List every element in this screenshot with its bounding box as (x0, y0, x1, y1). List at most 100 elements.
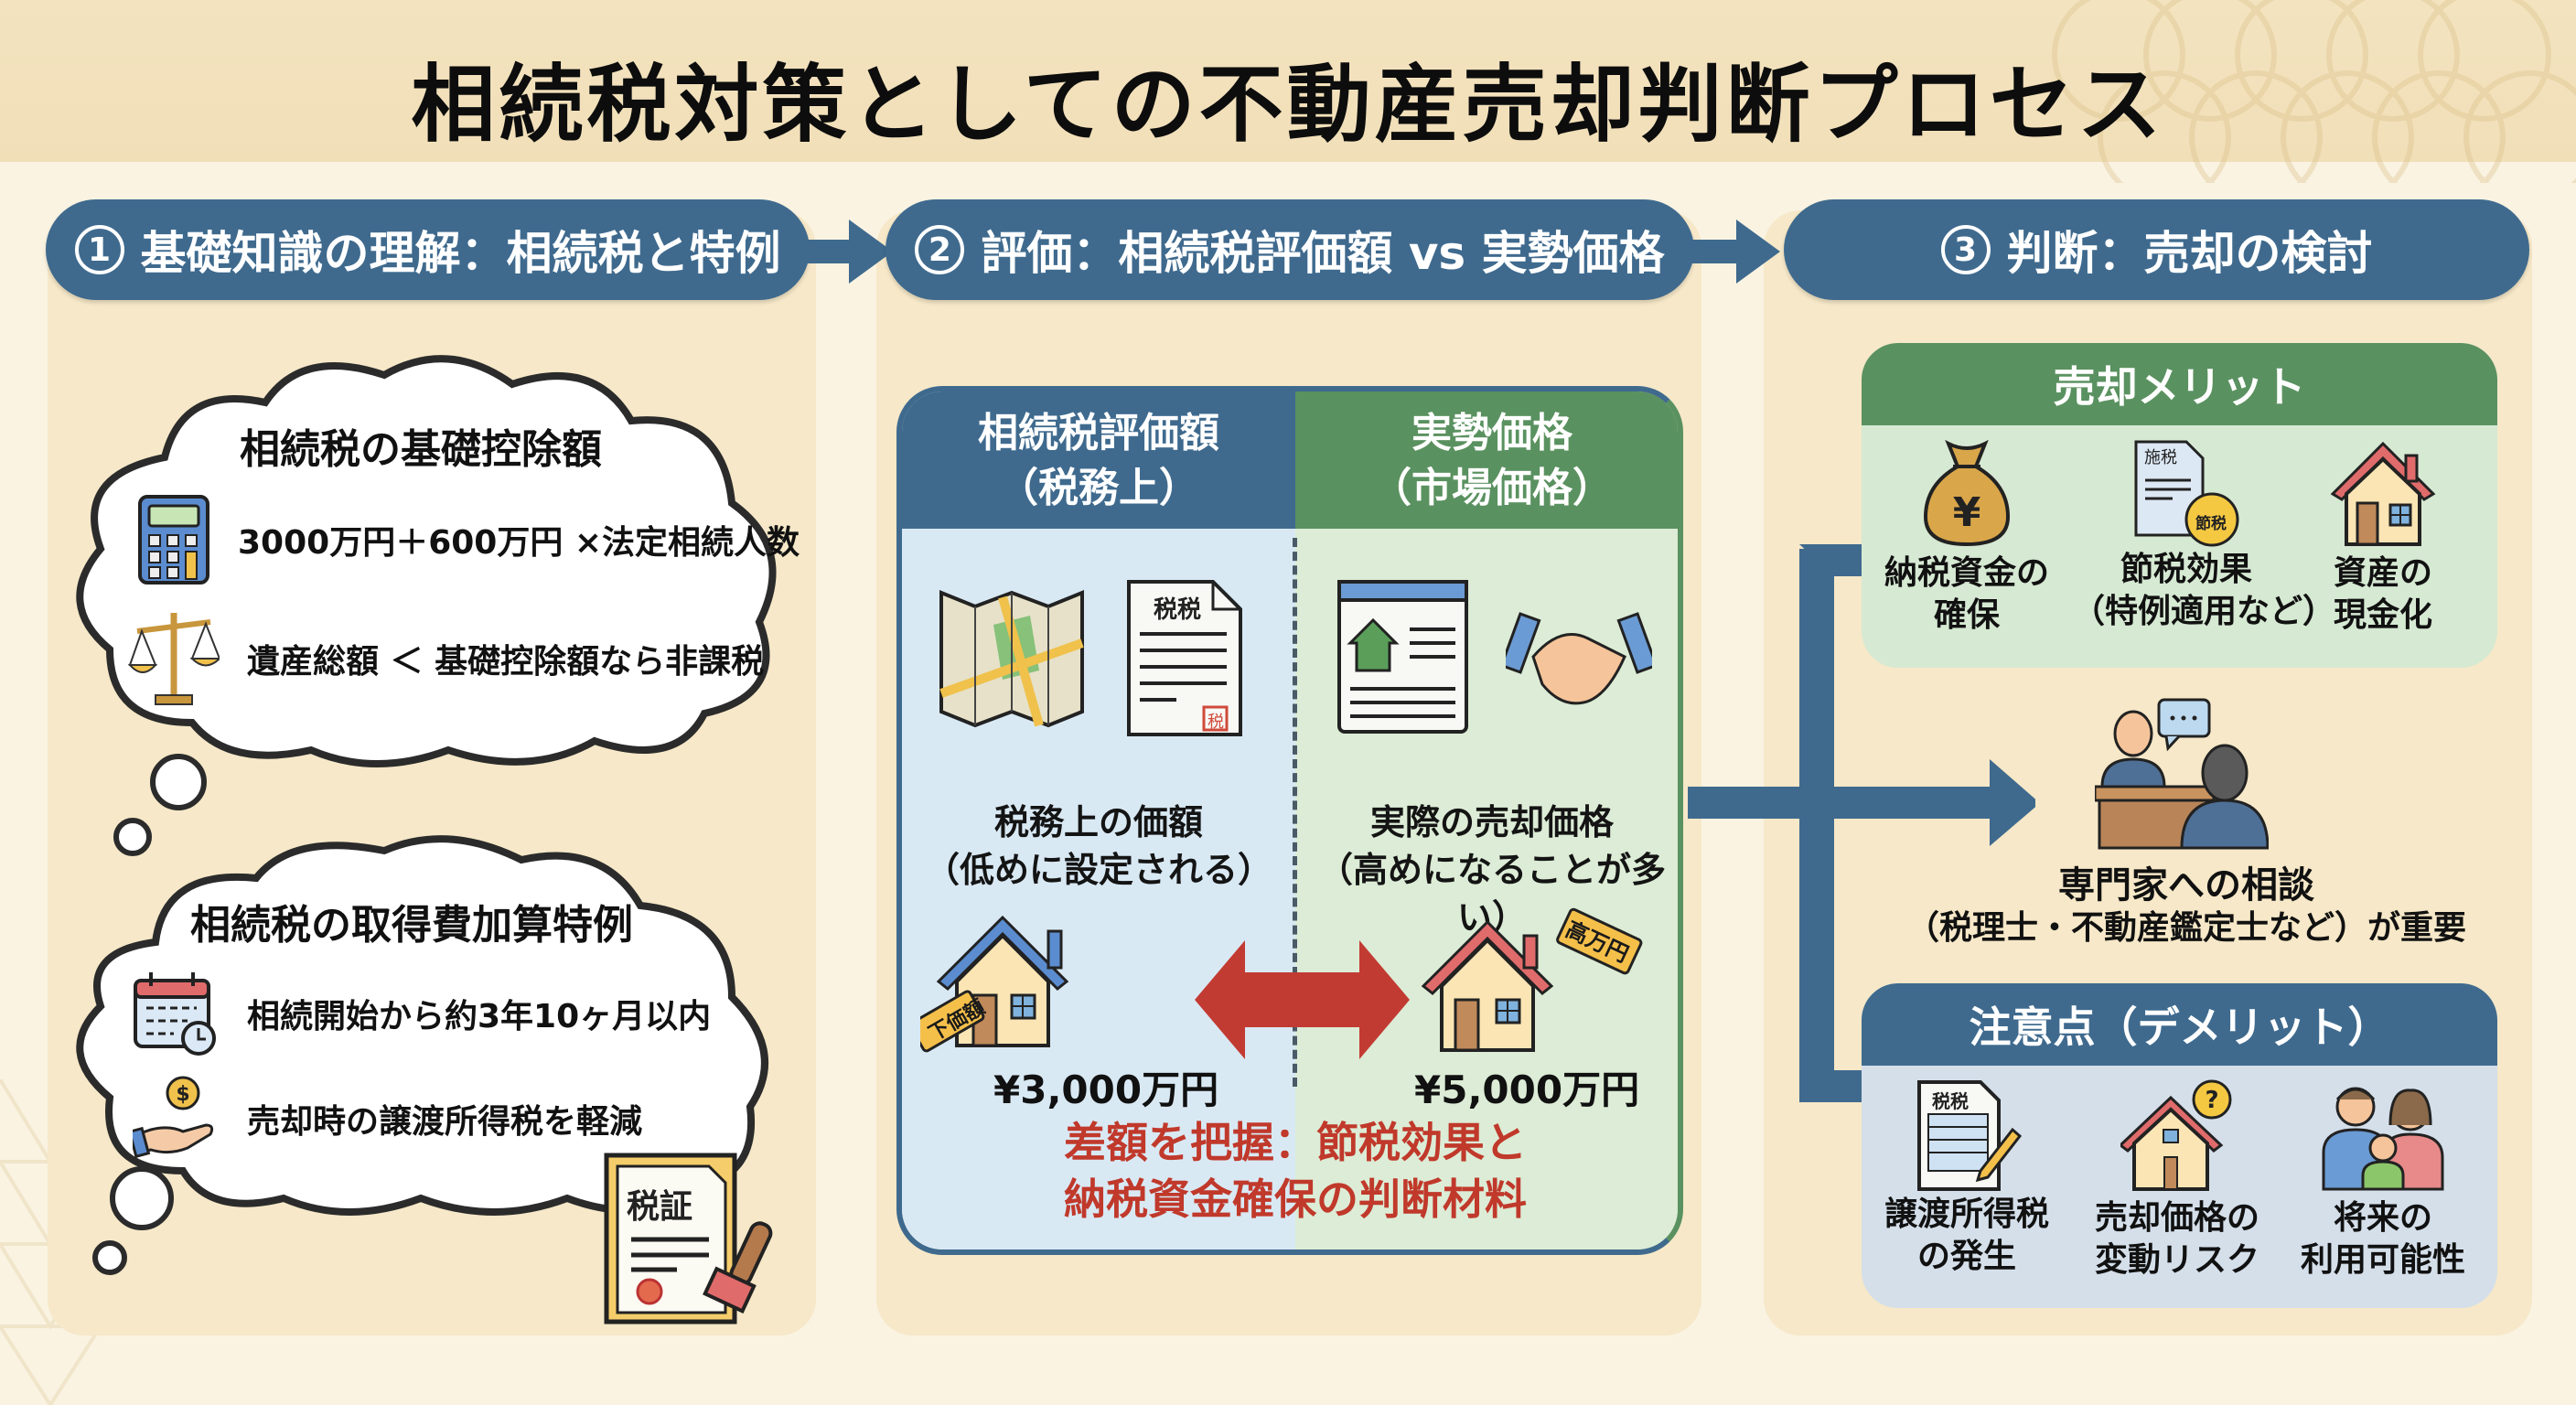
cloud-1-row-1-text: 3000万円＋600万円 ×法定相続人数 (238, 524, 800, 562)
merit-item-2-line2: （特例適用など） (2072, 593, 2336, 630)
cloud-2-row-2-text: 売却時の譲渡所得税を軽減 (247, 1102, 643, 1141)
conclusion-line1: 差額を把握：節税効果と (1064, 1118, 1527, 1167)
cloud-2-row-1: 相続開始から約3年10ヶ月以内 (133, 970, 711, 1056)
tax-stamp-label: 税 (1208, 713, 1224, 732)
cloud-2-row-2: $ 売却時の譲渡所得税を軽減 (133, 1075, 642, 1162)
market-price-header: 実勢価格 （市場価格） (1295, 391, 1678, 529)
merit-item-1: ¥ 納税資金の 確保 (1866, 439, 2067, 637)
tax-valuation-caption: 税務上の価額 （低めに設定される） (902, 799, 1295, 894)
high-value-house-icon (1421, 907, 1643, 1052)
listing-webpage-icon (1337, 580, 1468, 734)
market-price-caption-line1: 実際の売却価格 (1369, 802, 1614, 842)
merit-item-2: 施税 節税 節税効果 （特例適用など） (2072, 439, 2336, 633)
step-1-label: 基礎知識の理解：相続税と特例 (140, 227, 781, 280)
step-3-header: 3 判断：売却の検討 (1784, 199, 2529, 300)
certificate-label: 税証 (627, 1188, 693, 1226)
market-price-caption: 実際の売却価格 （高めになることが多い） (1295, 799, 1678, 941)
comparison-divider (1293, 538, 1297, 1087)
flow-arrow-1-to-2-icon (805, 220, 893, 284)
tax-saving-doc-label: 施税 (2144, 448, 2177, 467)
tax-valuation-subtitle: （税務上） (998, 465, 1199, 511)
caution-item-1: 税税 譲渡所得税 の発生 (1866, 1079, 2067, 1278)
step-1-number: 1 (74, 225, 124, 274)
merits-header: 売却メリット (1862, 343, 2497, 425)
certificate-stamp-icon (604, 1153, 773, 1325)
merit-item-3: 資産の 現金化 (2282, 439, 2484, 637)
expert-consultation-icon (2095, 698, 2269, 850)
hand-coin-icon: $ (133, 1076, 214, 1159)
tax-valuation-caption-line2: （低めに設定される） (924, 850, 1272, 890)
svg-text:¥: ¥ (1953, 489, 1981, 536)
market-price-title: 実勢価格 (1411, 410, 1572, 456)
tax-saving-coin-label: 節税 (2195, 515, 2227, 533)
thought-bubbles-lower (92, 1166, 174, 1275)
caution-item-1-line2: の発生 (1916, 1238, 2016, 1275)
caution-item-3-line2: 利用可能性 (2300, 1241, 2465, 1279)
money-bag-yen-icon: ¥ (1923, 439, 2011, 547)
market-price-caption-line2: （高めになることが多い） (1317, 850, 1666, 938)
double-arrow-icon (1195, 940, 1410, 1059)
handshake-icon (1506, 612, 1652, 705)
map-icon (939, 590, 1084, 728)
flow-arrow-2-to-3-icon (1692, 220, 1780, 284)
step-2-label: 評価：相続税評価額 vs 実勢価格 (981, 227, 1665, 280)
tax-form-pen-icon (1917, 1080, 2023, 1191)
cloud-1-row-2: 遺産総額 ＜ 基礎控除額なら非課税 (128, 608, 764, 709)
market-price-subtitle: （市場価格） (1371, 465, 1613, 511)
calculator-icon (138, 495, 209, 585)
house-question-icon: ? (2118, 1079, 2231, 1191)
thought-cloud-1 (76, 355, 777, 767)
market-price-value: ¥5,000万円 (1414, 1067, 1640, 1112)
tax-document-label: 税税 (1154, 596, 1202, 624)
caution-item-1-line1: 譲渡所得税 (1884, 1196, 2049, 1233)
caution-item-2-line1: 売却価格の (2094, 1199, 2259, 1237)
cautions-title: 注意点（デメリット） (1969, 1003, 2390, 1052)
scales-icon (128, 613, 220, 705)
tax-certificate: 税証 (604, 1153, 773, 1326)
step-2-number: 2 (915, 225, 965, 274)
caution-item-2-line2: 変動リスク (2094, 1241, 2259, 1279)
caution-item-3: 将来の 利用可能性 (2282, 1079, 2484, 1282)
merit-item-3-line1: 資産の (2333, 554, 2432, 592)
step-3-label: 判断：売却の検討 (2006, 227, 2373, 280)
merit-item-1-line2: 確保 (1933, 596, 2000, 634)
merits-panel: 売却メリット ¥ 納税資金の 確保 施税 節税 節税効果 （特例適用など） (1862, 343, 2497, 668)
calendar-clock-icon (134, 972, 216, 1056)
merit-item-3-line2: 現金化 (2333, 596, 2432, 634)
tax-valuation-caption-line1: 税務上の価額 (993, 802, 1203, 842)
caution-item-2: ? 売却価格の 変動リスク (2077, 1079, 2278, 1282)
svg-text:$: $ (176, 1083, 189, 1106)
step-3-number: 3 (1940, 225, 1991, 274)
page-title: 相続税対策としての不動産売却判断プロセス (411, 56, 2165, 154)
tax-saving-document-icon (2134, 440, 2239, 547)
cloud-1-row-2-text: 遺産総額 ＜ 基礎控除額なら非課税 (247, 643, 765, 681)
tax-valuation-price: ¥3,000万円 (993, 1067, 1219, 1112)
step-1-header: 1 基礎知識の理解：相続税と特例 (46, 199, 810, 300)
cautions-header: 注意点（デメリット） (1862, 983, 2497, 1066)
consult-line1: 専門家への相談 (2058, 864, 2314, 906)
cloud-2-row-1-text: 相続開始から約3年10ヶ月以内 (247, 997, 712, 1035)
tax-valuation-title: 相続税評価額 (978, 410, 1219, 456)
caution-item-3-line1: 将来の (2333, 1199, 2432, 1237)
low-value-house-icon (920, 915, 1069, 1053)
tax-valuation-header: 相続税評価額 （税務上） (902, 391, 1295, 529)
merits-title: 売却メリット (2053, 362, 2306, 412)
merit-item-1-line1: 納税資金の (1884, 554, 2049, 592)
conclusion-line2: 納税資金確保の判断材料 (1064, 1174, 1527, 1224)
header-band (0, 0, 2576, 162)
comparison-conclusion: 差額を把握：節税効果と 納税資金確保の判断材料 (902, 1114, 1678, 1228)
family-icon (2322, 1087, 2444, 1191)
thought-bubbles (113, 754, 207, 856)
comparison-panel: 相続税評価額 （税務上） 実勢価格 （市場価格） 税税 税 (896, 386, 1683, 1255)
tax-form-label: 税税 (1932, 1090, 1969, 1112)
decorative-pattern-icon (2052, 0, 2576, 183)
cautions-panel: 注意点（デメリット） 税税 譲渡所得税 の発生 ? 売却価格の 変動リスク (1862, 983, 2497, 1308)
merit-item-2-line1: 節税効果 (2120, 551, 2252, 588)
consult-line2: （税理士・不動産鑑定士など）が重要 (1905, 909, 2466, 947)
cloud-1-row-1: 3000万円＋600万円 ×法定相続人数 (137, 494, 800, 585)
house-icon (2330, 441, 2436, 546)
cloud-1-title: 相続税の基礎控除額 (240, 426, 602, 473)
step-2-header: 2 評価：相続税評価額 vs 実勢価格 (886, 199, 1694, 300)
svg-text:?: ? (2205, 1087, 2218, 1114)
tax-document-icon (1127, 580, 1242, 736)
